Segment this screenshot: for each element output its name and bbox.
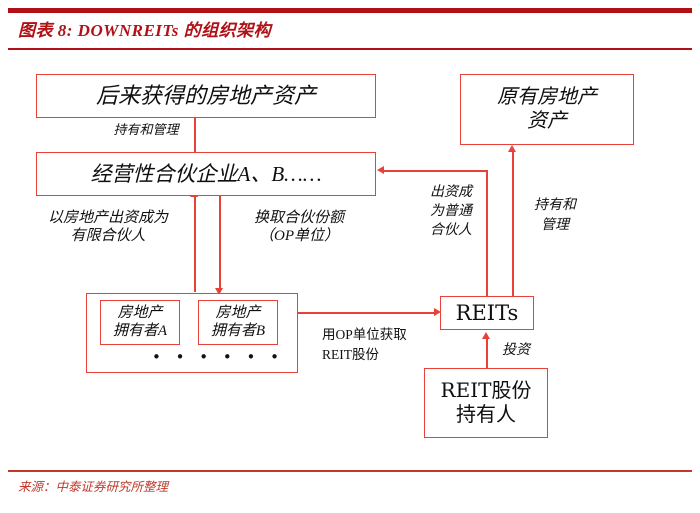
arrowhead-reits-up: [482, 332, 490, 339]
label-hold-and-manage-right: 持有和 管理: [524, 196, 586, 235]
connector-reits-to-original-property: [512, 151, 514, 297]
box-acquired-property: 后来获得的房地产资产: [36, 74, 376, 118]
box-operating-partnership-label: 经营性合伙企业A、B……: [90, 161, 322, 186]
label-hold-and-manage-right-line2: 管理: [541, 217, 569, 233]
box-owner-a: 房地产 拥有者A: [100, 300, 180, 345]
label-hold-and-manage-left: 持有和管理: [96, 122, 196, 138]
box-owner-b-line1: 房地产: [215, 304, 261, 321]
box-original-property-line1: 原有房地产: [497, 85, 597, 108]
label-become-general-partner: 出资成 为普通 合伙人: [420, 184, 482, 241]
label-op-units-for-reit-shares-line1: 用OP单位获取: [322, 327, 407, 342]
box-reits: REITs: [440, 296, 534, 330]
box-owner-a-text: 房地产 拥有者A: [113, 305, 167, 340]
arrowhead-reits-right: [434, 308, 441, 316]
box-original-property-text: 原有房地产 资产: [497, 86, 597, 133]
box-owner-b-text: 房地产 拥有者B: [211, 305, 265, 340]
box-operating-partnership: 经营性合伙企业A、B……: [36, 152, 376, 196]
connector-reits-to-partnership-vertical: [486, 170, 488, 297]
label-hold-and-manage-left-line1: 持有和管理: [113, 122, 179, 137]
box-owner-a-line1: 房地产: [117, 304, 163, 321]
label-exchange-op-units-line1: 换取合伙份额: [253, 210, 344, 226]
header-top-rule: [8, 8, 692, 13]
label-become-general-partner-line2: 为普通: [430, 203, 472, 219]
connector-partnership-to-owners: [219, 196, 221, 288]
label-contribute-property-lp-line1: 以房地产出资成为: [47, 210, 168, 226]
label-hold-and-manage-right-line1: 持有和: [534, 198, 576, 213]
label-become-general-partner-line3: 合伙人: [430, 222, 472, 238]
connector-partnership-to-acquired: [194, 117, 196, 160]
owners-ellipsis: • • • • • •: [152, 348, 284, 366]
header-bottom-rule: [8, 48, 692, 50]
label-invest: 投资: [494, 343, 538, 360]
arrowhead-owners-down: [215, 288, 223, 295]
box-reit-shareholders: REIT股份 持有人: [424, 368, 548, 438]
box-owner-a-line2: 拥有者A: [112, 322, 168, 339]
box-reits-label: REITs: [455, 300, 519, 325]
label-contribute-property-lp-line2: 有限合伙人: [70, 228, 146, 244]
label-op-units-for-reit-shares: 用OP单位获取 REIT股份: [322, 325, 448, 364]
connector-reits-to-partnership-horizontal: [384, 170, 487, 172]
label-contribute-property-lp: 以房地产出资成为 有限合伙人: [28, 209, 188, 245]
box-acquired-property-label: 后来获得的房地产资产: [95, 83, 316, 109]
label-exchange-op-units: 换取合伙份额 （OP单位）: [234, 209, 364, 245]
box-original-property-line2: 资产: [527, 109, 567, 132]
label-invest-line1: 投资: [502, 343, 530, 358]
box-reit-shareholders-text: REIT股份 持有人: [441, 379, 532, 426]
box-owner-b: 房地产 拥有者B: [198, 300, 278, 345]
box-reit-shareholders-line1: REIT股份: [440, 378, 532, 403]
box-reit-shareholders-line2: 持有人: [456, 402, 516, 426]
connector-shareholders-to-reits: [486, 338, 488, 368]
label-op-units-for-reit-shares-line2: REIT股份: [322, 346, 379, 362]
label-become-general-partner-line1: 出资成: [430, 185, 472, 200]
source-note: 来源：中泰证券研究所整理: [18, 480, 169, 494]
box-owner-b-line2: 拥有者B: [210, 322, 266, 339]
box-original-property: 原有房地产 资产: [460, 74, 634, 145]
page-title: 图表 8: DOWNREITs 的组织架构: [18, 21, 272, 40]
footer-rule: [8, 470, 692, 472]
label-exchange-op-units-line2: （OP单位）: [259, 228, 339, 244]
arrowhead-partnership-left: [377, 166, 384, 174]
connector-owners-to-partnership: [194, 196, 196, 292]
arrowhead-original-property-up: [508, 145, 516, 152]
connector-owners-to-reits: [298, 312, 435, 314]
